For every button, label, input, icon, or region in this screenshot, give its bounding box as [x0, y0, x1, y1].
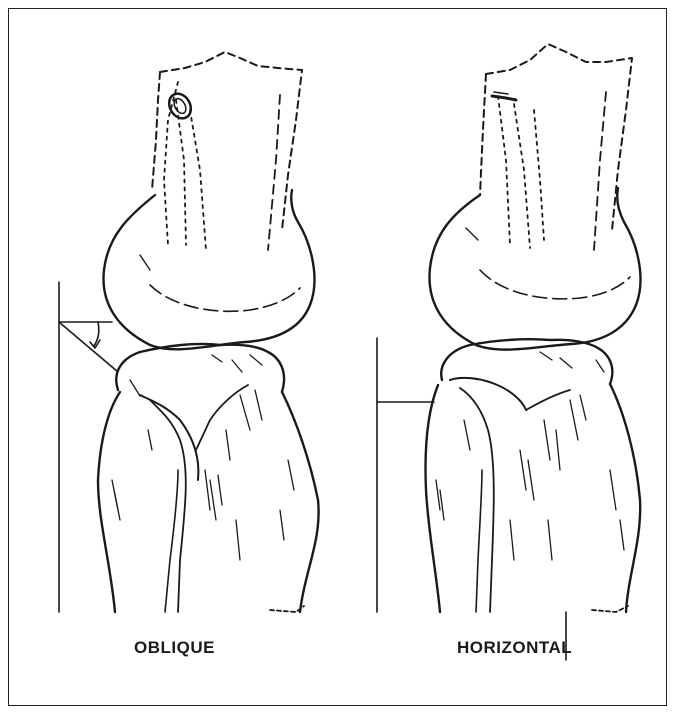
- horizontal-hatching: [436, 352, 624, 560]
- oblique-dashed-upper-bone: [152, 52, 302, 230]
- caption-oblique: OBLIQUE: [134, 638, 215, 658]
- oblique-hatching: [112, 355, 294, 560]
- horizontal-dashed-inner: [594, 92, 606, 250]
- oblique-lower-bone: [98, 344, 319, 612]
- horizontal-foramen: [492, 96, 516, 100]
- horizontal-condyle: [429, 188, 640, 350]
- oblique-dashed-inner: [268, 95, 280, 250]
- horizontal-lower-bone: [426, 339, 641, 660]
- oblique-panel: [59, 52, 319, 612]
- horizontal-canal-lines: [498, 96, 544, 248]
- caption-horizontal: HORIZONTAL: [457, 638, 572, 658]
- horizontal-panel: [377, 44, 640, 660]
